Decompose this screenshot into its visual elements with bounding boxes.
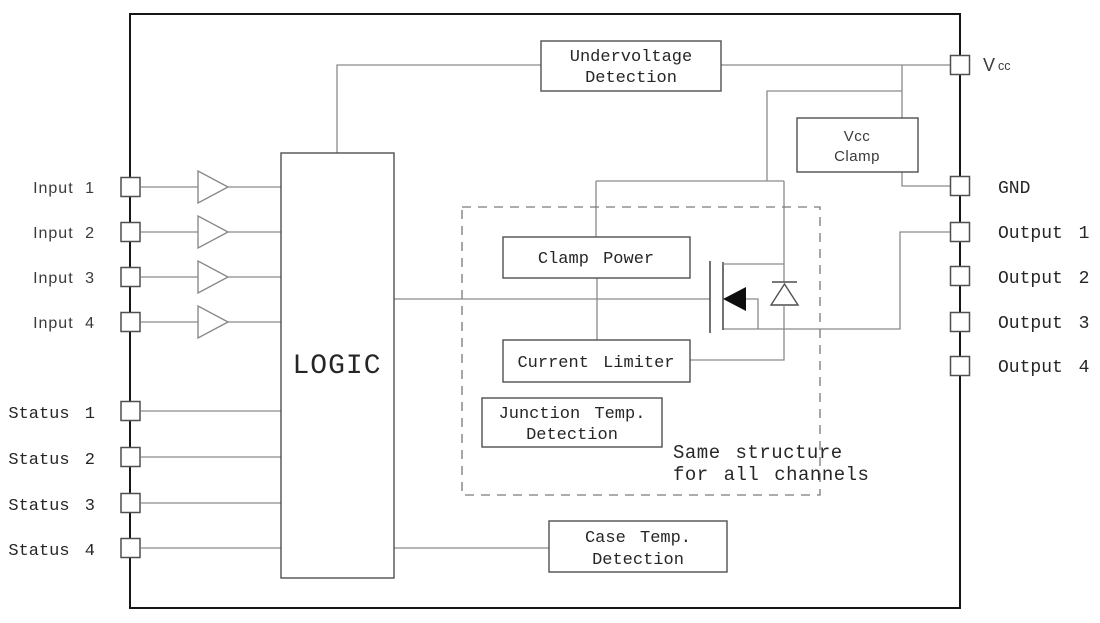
pin-status3 — [120, 492, 141, 514]
pin-label-status1: Status 1 — [8, 405, 95, 424]
clamp-power-box — [502, 236, 691, 279]
pin-label-status2: Status 2 — [8, 451, 95, 470]
wire-inputs — [141, 186, 281, 323]
pin-label-gnd: GND — [998, 179, 1030, 199]
logic-label: LOGIC — [292, 351, 381, 382]
wire-vcc-branch-to-channel — [766, 90, 902, 181]
wire-status — [141, 410, 281, 549]
same-structure-line2: for all channels — [673, 464, 869, 486]
pin-output2 — [949, 265, 971, 287]
pin-label-input1: Input 1 — [33, 180, 95, 197]
wires — [141, 64, 950, 549]
undervoltage-box — [540, 40, 722, 92]
wire-vcc-clamp-to-gnd — [901, 172, 950, 187]
buffer-input3-icon — [197, 259, 230, 295]
pin-label-input2: Input 2 — [33, 225, 95, 242]
buffer-input1-icon — [197, 169, 230, 205]
channel-dashed-box — [461, 206, 821, 496]
pin-label-status3: Status 3 — [8, 497, 95, 516]
same-structure-line1: Same structure — [673, 442, 843, 464]
pin-input1 — [120, 176, 141, 198]
block-clamp-power: Clamp Power — [502, 236, 691, 279]
case-temp-label-line1: Case Temp. — [585, 529, 691, 548]
mosfet-symbol — [709, 261, 784, 333]
pin-vcc — [949, 54, 971, 76]
pin-label-output1: Output 1 — [998, 224, 1089, 244]
block-current-limiter: Current Limiter — [502, 339, 691, 383]
pin-label-output4: Output 4 — [998, 358, 1089, 378]
junction-temp-box — [481, 397, 663, 448]
block-vcc-clamp: Vcc Clamp — [796, 117, 919, 173]
wire-current-limiter-to-source — [690, 329, 785, 361]
pin-status2 — [120, 446, 141, 468]
pin-label-input3: Input 3 — [33, 270, 95, 287]
vcc-clamp-box — [796, 117, 919, 173]
mosfet-body-arrow-icon — [723, 287, 746, 311]
pin-label-output3: Output 3 — [998, 314, 1089, 334]
pin-label-output2: Output 2 — [998, 269, 1089, 289]
block-junction-temp-detection: Junction Temp. Detection — [481, 397, 663, 448]
current-limiter-label: Current Limiter — [517, 354, 674, 373]
wire-source-to-output1-pin — [723, 231, 950, 330]
right-pins: V cc GND Output 1 Output 2 Output 3 Outp… — [949, 54, 1089, 378]
case-temp-box — [548, 520, 728, 573]
wire-undervoltage-to-logic — [336, 64, 541, 153]
pin-gnd — [949, 175, 971, 197]
pin-input2 — [120, 221, 141, 243]
block-case-temp-detection: Case Temp. Detection — [548, 520, 728, 573]
body-diode-symbol — [769, 281, 800, 329]
vcc-clamp-label-line1: Vcc — [844, 128, 871, 145]
diode-triangle-icon — [769, 282, 800, 306]
pin-output4 — [949, 355, 971, 377]
pin-label-vcc-sub: cc — [998, 59, 1011, 73]
pin-label-input4: Input 4 — [33, 315, 95, 332]
current-limiter-box — [502, 339, 691, 383]
junction-temp-label-line1: Junction Temp. — [499, 405, 646, 424]
clamp-power-label: Clamp Power — [538, 250, 654, 269]
pin-input3 — [120, 266, 141, 288]
buffer-input4-icon — [197, 304, 230, 340]
left-pins: Input 1 Input 2 Input 3 Input 4 Status 1… — [8, 176, 141, 561]
ic-boundary — [129, 13, 961, 609]
logic-box — [280, 152, 395, 579]
pin-label-status4: Status 4 — [8, 542, 95, 561]
junction-temp-label-line2: Detection — [526, 426, 618, 445]
pin-input4 — [120, 311, 141, 333]
pin-output1 — [949, 221, 971, 243]
case-temp-label-line2: Detection — [592, 551, 684, 570]
same-structure-note: Same structure for all channels — [673, 442, 869, 486]
block-logic: LOGIC — [280, 152, 395, 579]
pin-label-vcc-main: V — [983, 55, 995, 75]
undervoltage-label-line1: Undervoltage — [570, 48, 692, 67]
block-undervoltage-detection: Undervoltage Detection — [540, 40, 722, 92]
buffer-input2-icon — [197, 214, 230, 250]
vcc-clamp-label-line2: Clamp — [834, 148, 880, 165]
pin-output3 — [949, 311, 971, 333]
input-buffers — [197, 169, 230, 340]
mosfet-body-lead — [746, 298, 759, 329]
pin-status4 — [120, 537, 141, 559]
undervoltage-label-line2: Detection — [585, 69, 677, 88]
pin-status1 — [120, 400, 141, 422]
